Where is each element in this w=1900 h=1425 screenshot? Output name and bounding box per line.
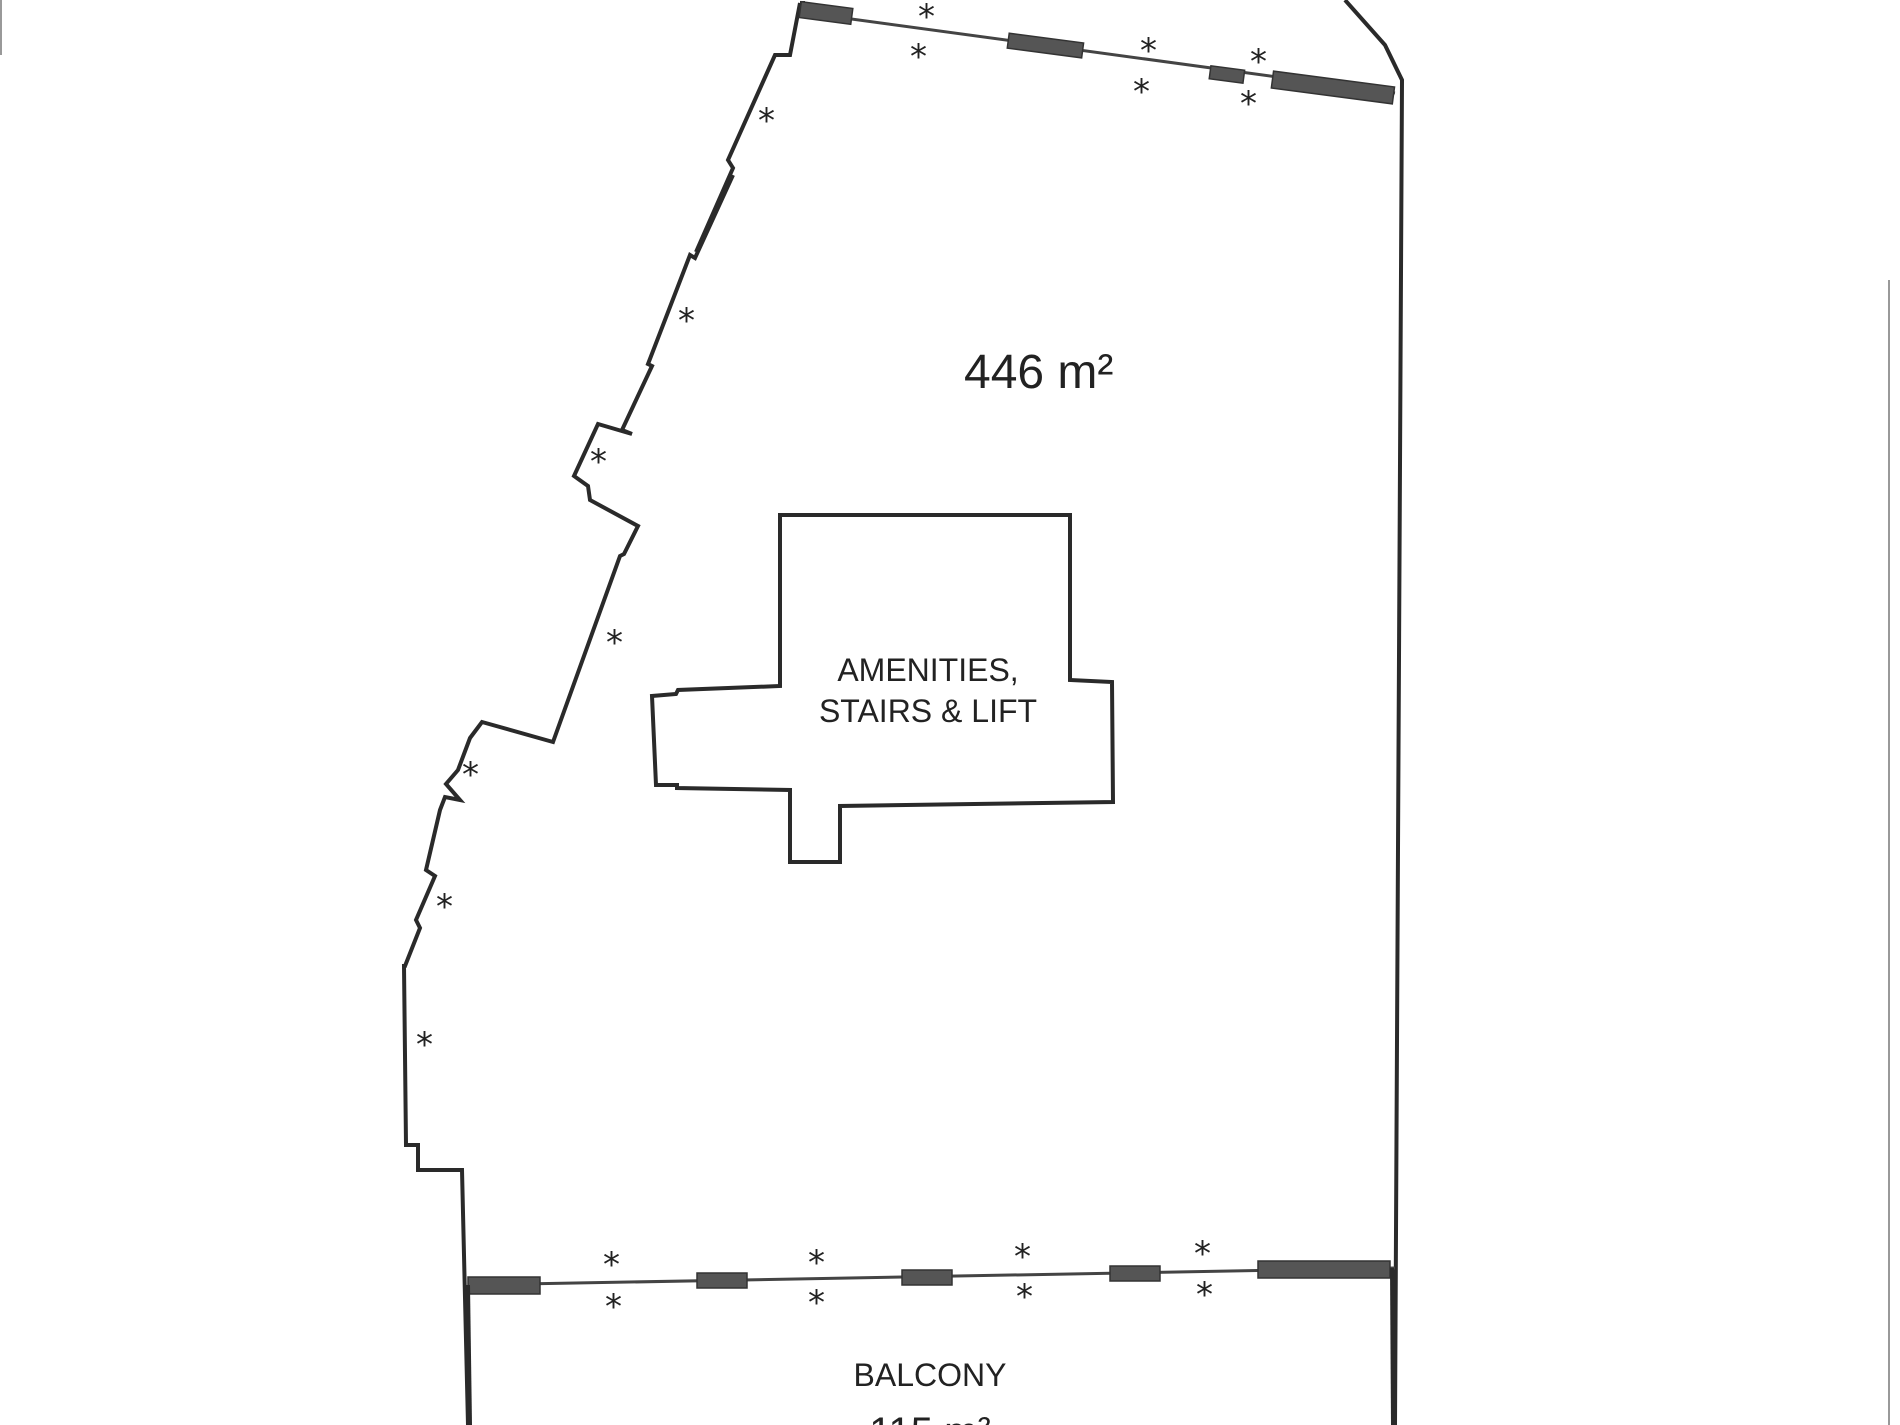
window-marker: *: [1016, 1277, 1033, 1317]
balcony-wall-west: [466, 1284, 472, 1425]
window-marker: *: [808, 1283, 825, 1323]
south-mullion: [1109, 1265, 1161, 1282]
south-mullion: [901, 1269, 953, 1286]
north-mullion: [1006, 32, 1085, 59]
window-marker: *: [1240, 84, 1257, 124]
north-mullion: [1208, 64, 1246, 85]
window-marker: *: [808, 1243, 825, 1283]
window-marker: *: [1250, 42, 1267, 82]
window-marker: *: [1014, 1237, 1031, 1277]
south-mullion: [467, 1276, 541, 1295]
south-mullion: [1257, 1260, 1391, 1279]
core-label-line1: AMENITIES,: [837, 652, 1018, 688]
window-marker: *: [416, 1025, 433, 1065]
balcony-label: BALCONY: [854, 1357, 1007, 1393]
window-marker: *: [590, 442, 607, 482]
north-mullion: [798, 0, 854, 26]
window-markers: * * * * * * * * * * * * * * * * * * * * …: [416, 0, 1267, 1327]
building-outline: [1343, 0, 1405, 1425]
window-marker: *: [1133, 72, 1150, 112]
window-marker: *: [918, 0, 935, 37]
balcony-area-label: 115 m²: [869, 1410, 991, 1425]
south-mullion: [696, 1272, 748, 1289]
window-marker: *: [606, 623, 623, 663]
window-marker: *: [603, 1245, 620, 1285]
window-marker: *: [605, 1287, 622, 1327]
window-marker: *: [1194, 1234, 1211, 1274]
window-marker: *: [462, 755, 479, 795]
north-mullion: [1270, 70, 1396, 105]
core-label-line2: STAIRS & LIFT: [819, 693, 1037, 729]
window-marker: *: [910, 37, 927, 77]
main-area-label: 446 m²: [964, 346, 1113, 399]
balcony-wall-east: [1390, 1267, 1395, 1425]
core-outline: [649, 513, 1116, 864]
scan-edge-left: [0, 0, 2, 55]
window-marker: *: [1196, 1275, 1213, 1315]
window-marker: *: [436, 887, 453, 927]
building-outline-west: [401, 2, 802, 1425]
scan-edge-right: [1888, 280, 1890, 1425]
window-marker: *: [758, 101, 775, 141]
window-marker: *: [678, 301, 695, 341]
window-marker: *: [1140, 31, 1157, 71]
